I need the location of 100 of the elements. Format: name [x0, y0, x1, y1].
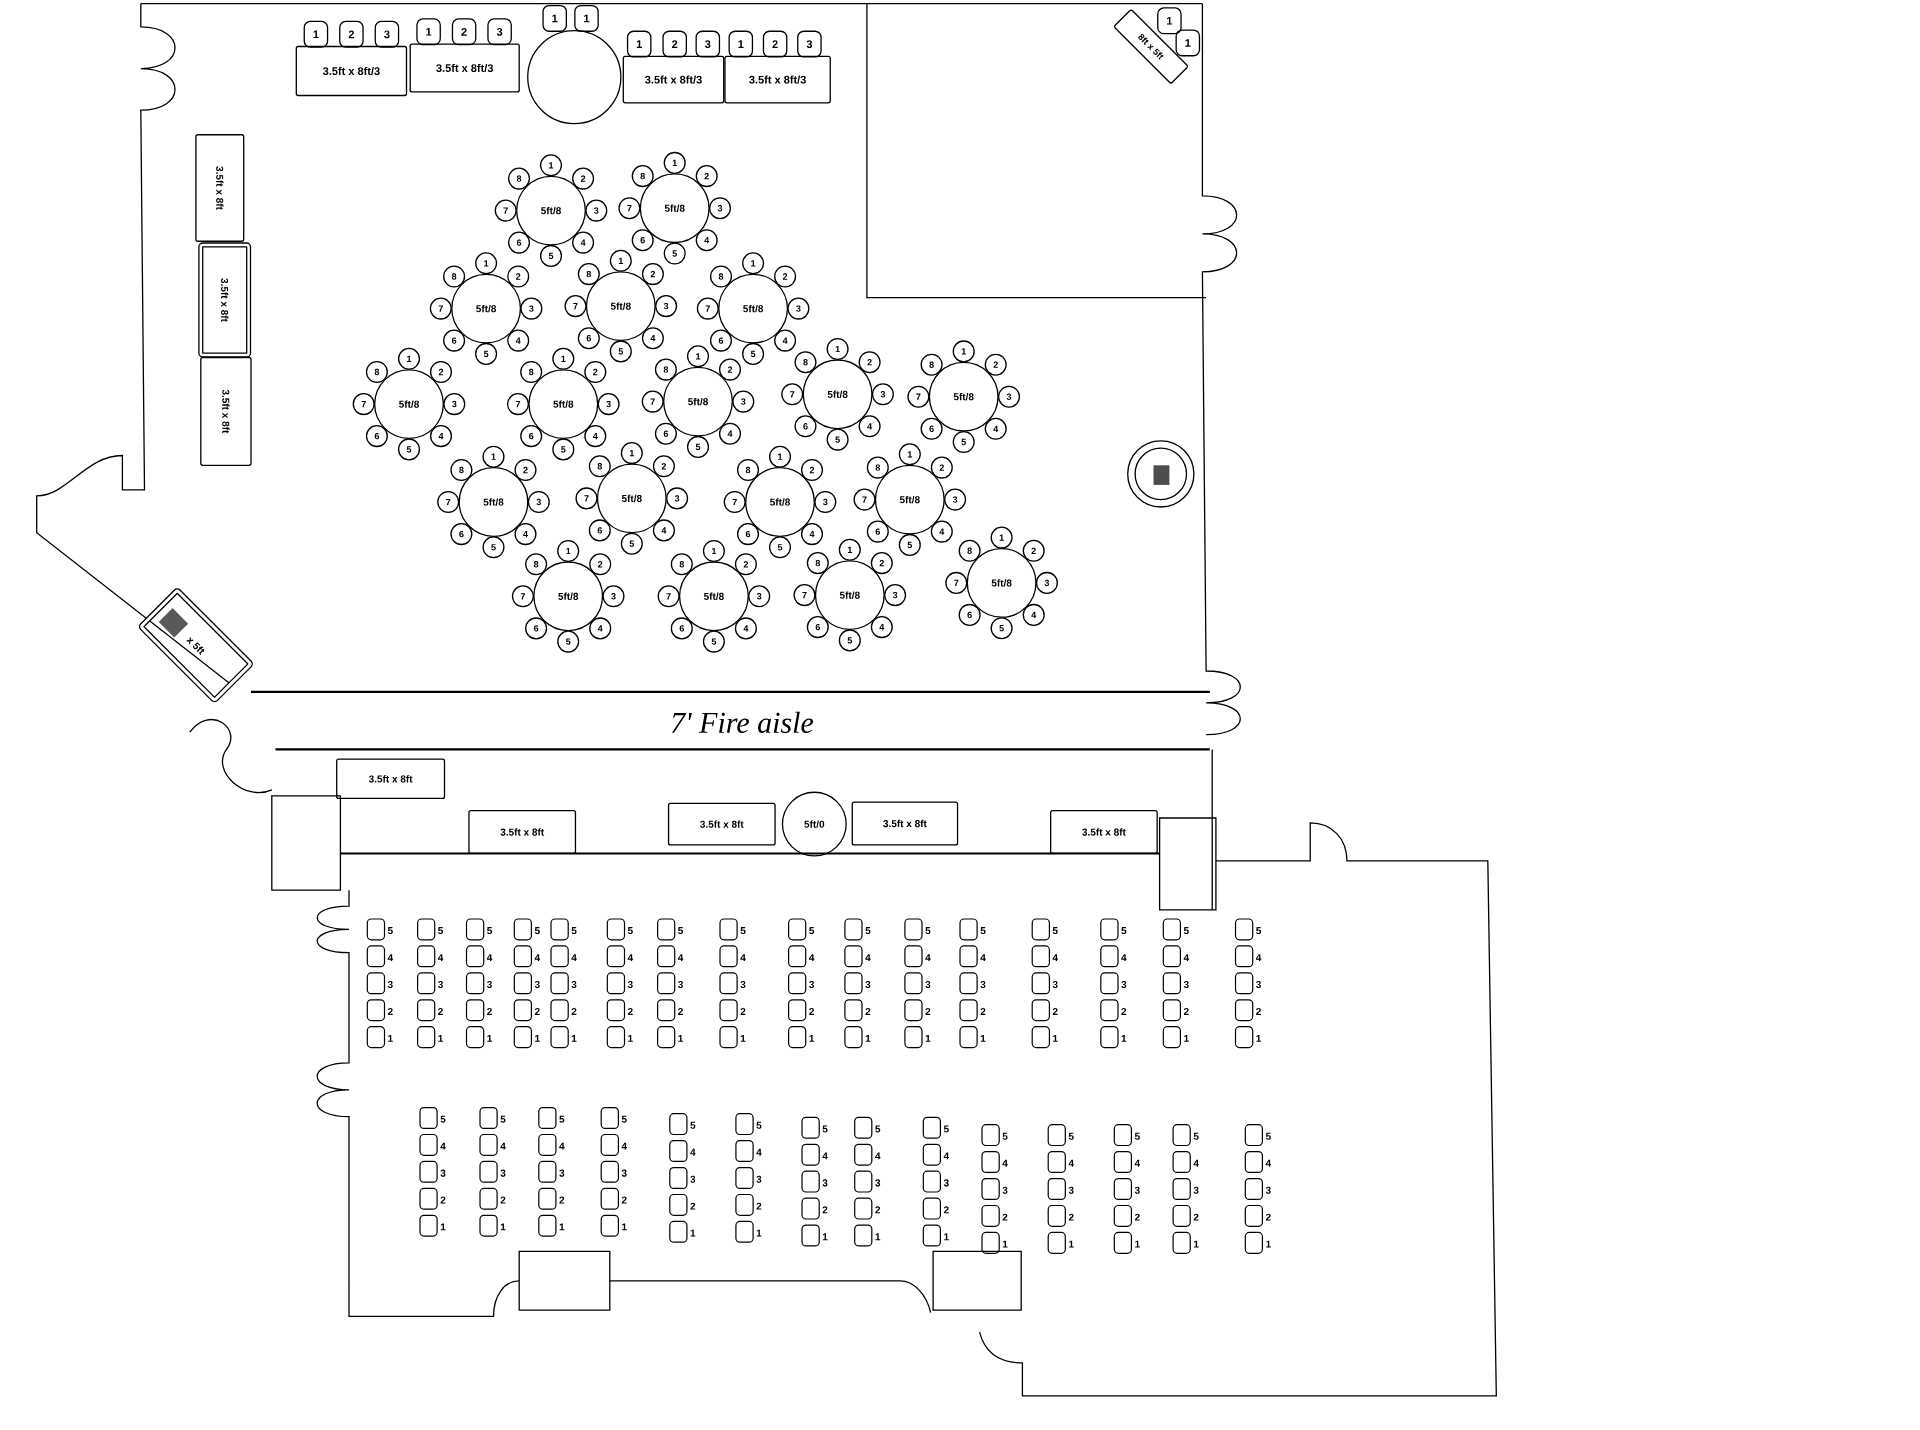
seat-number: 4 [1002, 1159, 1008, 1167]
table: 3.5ft x 8ft [336, 758, 446, 800]
seat-number: 4 [925, 954, 931, 962]
chair: 6 [507, 231, 531, 254]
chair: 2 [507, 265, 530, 288]
chair: 1 [728, 30, 754, 58]
chair: 1 [557, 539, 580, 563]
chair: 7 [793, 584, 816, 607]
seat-number: 1 [1002, 1240, 1008, 1248]
seat-number: 1 [925, 1034, 931, 1042]
aisle-label: 7' Fire aisle [671, 711, 814, 733]
chair: 2 [429, 360, 453, 384]
round-table: 5ft/0 [781, 791, 847, 857]
chair: 5 [826, 428, 849, 451]
chair: 8 [443, 265, 466, 288]
chair: 5 [539, 244, 563, 267]
seat-number: 4 [1052, 954, 1058, 962]
round-table [527, 29, 622, 125]
chair: 3 [585, 199, 608, 222]
chair: 4 [514, 523, 537, 546]
chair: 1 [838, 538, 861, 561]
seat-number: 1 [1121, 1034, 1127, 1042]
chair: 1 [574, 4, 599, 32]
chair: 7 [641, 390, 664, 413]
seat-number: 2 [690, 1202, 696, 1210]
chair: 2 [641, 263, 664, 286]
seat-number: 2 [571, 1007, 577, 1015]
table: 3.5ft x 8ft [851, 801, 959, 846]
seat-number: 2 [740, 1007, 746, 1015]
seat-number: 3 [487, 980, 492, 989]
seat-number: 2 [1052, 1007, 1058, 1015]
chair: 2 [718, 358, 742, 381]
seat-number: 2 [438, 1007, 443, 1015]
chair: 1 [303, 20, 329, 48]
chair: 3 [602, 585, 625, 608]
chair: 6 [365, 425, 388, 448]
seat-number: 5 [534, 927, 540, 935]
chair: 7 [575, 487, 598, 510]
chair: 3 [997, 385, 1021, 408]
chair: 3 [732, 390, 755, 413]
seat-number: 4 [437, 954, 444, 962]
table: 3.5ft x 8ft/3 [724, 55, 831, 104]
chair: 1 [397, 347, 421, 370]
seat-number: 2 [925, 1007, 931, 1015]
seat-number: 4 [1068, 1159, 1074, 1167]
seat-number: 5 [678, 927, 684, 935]
seat-number: 2 [678, 1007, 683, 1015]
chair: 1 [702, 539, 725, 563]
chair: 5 [702, 630, 725, 653]
seat-number: 2 [756, 1202, 762, 1210]
chair: 8 [736, 458, 760, 482]
chair: 2 [774, 265, 797, 288]
chair: 6 [631, 229, 654, 252]
chair: 3 [520, 297, 543, 320]
chair: 6 [588, 519, 611, 542]
seat-number: 3 [756, 1175, 762, 1183]
seat-number: 3 [980, 980, 986, 989]
seat-number: 1 [487, 1034, 493, 1042]
chair: 6 [866, 520, 889, 543]
chair: 4 [429, 425, 453, 448]
chair: 8 [588, 455, 611, 478]
seat-number: 4 [534, 954, 541, 962]
seat-number: 1 [571, 1034, 577, 1042]
chair: 5 [663, 242, 686, 265]
chair: 5 [768, 536, 792, 559]
seat-number: 3 [559, 1169, 565, 1177]
seat-number: 2 [980, 1007, 986, 1015]
chair: 5 [620, 532, 643, 555]
seat-number: 5 [559, 1115, 565, 1123]
seat-number: 1 [678, 1034, 684, 1042]
seat-number: 3 [1183, 980, 1189, 989]
seat-number: 5 [756, 1121, 762, 1129]
chair: 5 [838, 629, 861, 652]
chair: 3 [487, 18, 512, 46]
seat-number: 4 [1121, 954, 1127, 962]
chair: 1 [416, 18, 441, 46]
chair: 8 [520, 360, 543, 384]
seat-number: 5 [387, 927, 393, 935]
table: 3.5ft x 8ft [200, 356, 252, 466]
chair: 7 [853, 488, 876, 511]
chair: 5 [557, 630, 580, 653]
seat-number: 3 [1256, 980, 1261, 989]
chair: 4 [507, 329, 530, 352]
chair: 7 [907, 385, 930, 408]
seat-number: 4 [677, 954, 684, 962]
seat-number: 3 [678, 980, 683, 989]
chair: 8 [450, 458, 473, 482]
chair: 7 [437, 490, 460, 514]
seat-number: 1 [1184, 1034, 1189, 1042]
table: 3.5ft x 8ft [195, 134, 245, 242]
chair: 7 [945, 571, 968, 594]
seat-number: 2 [1193, 1213, 1199, 1221]
chair: 6 [736, 523, 760, 546]
table: 3.5ft x 8ft/3 [622, 55, 725, 104]
seat-number: 5 [1121, 927, 1127, 935]
chair: 2 [451, 18, 477, 46]
chair: 4 [589, 617, 612, 640]
chair: 3 [597, 393, 620, 416]
seat-number: 3 [943, 1179, 949, 1187]
seat-number: 1 [1053, 1034, 1058, 1042]
